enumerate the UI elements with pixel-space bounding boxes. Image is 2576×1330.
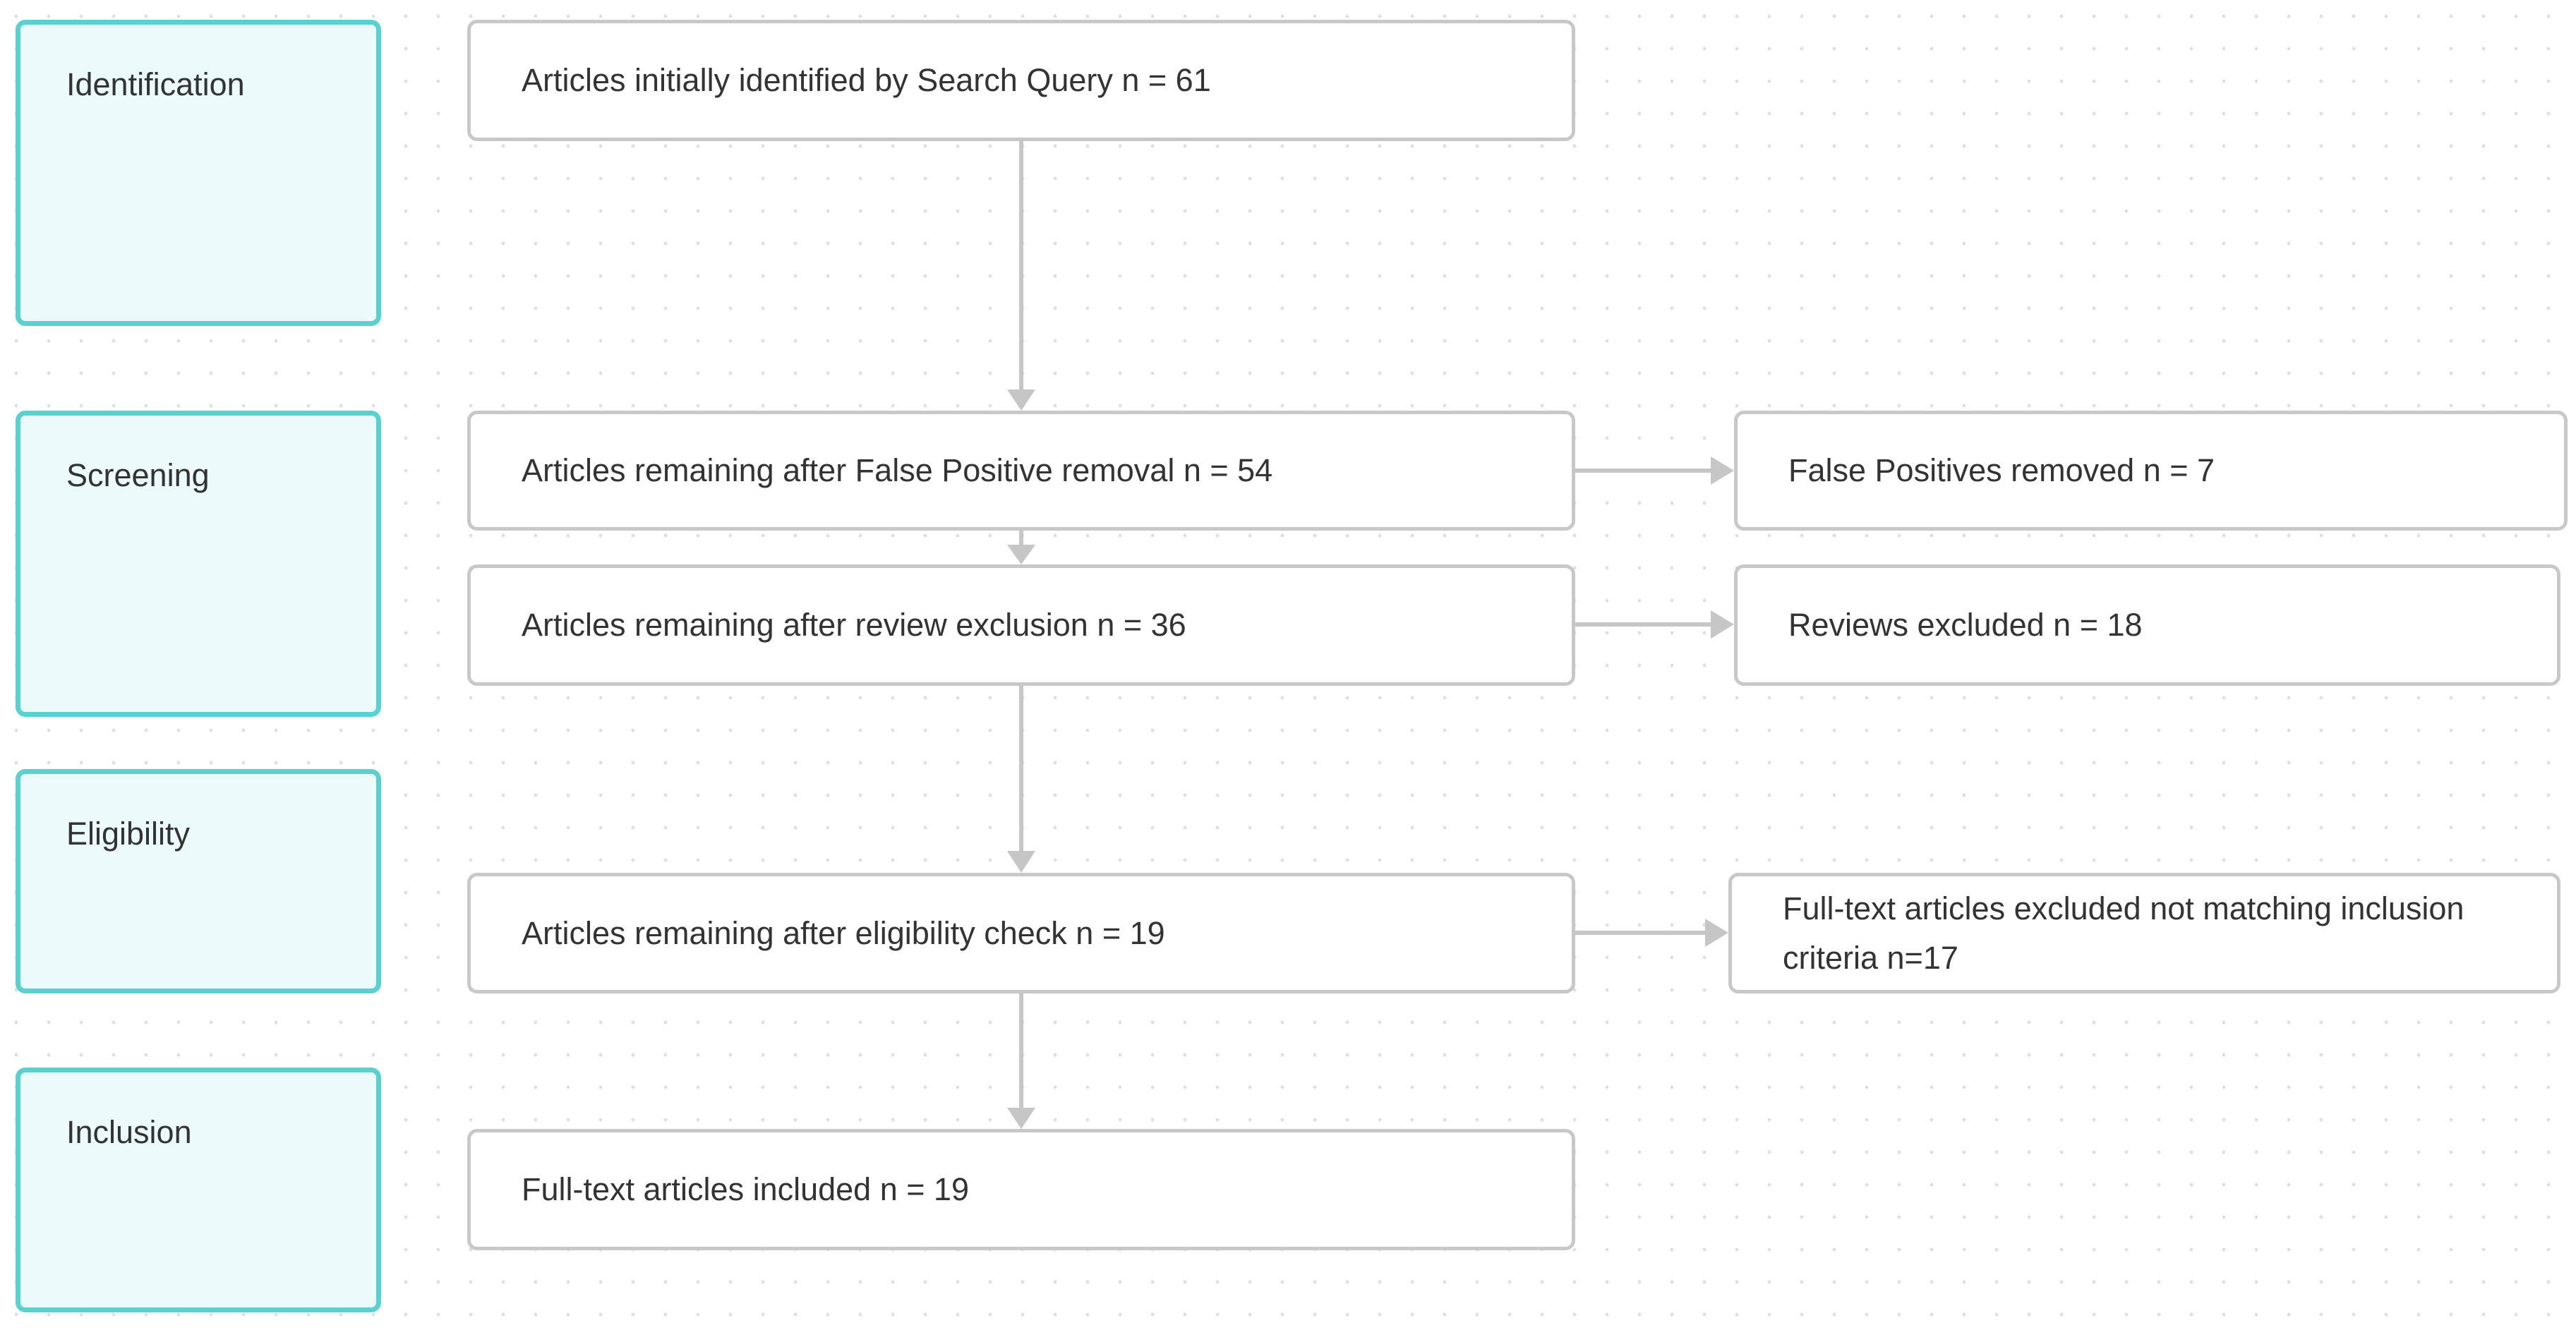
- arrowhead-down-inclusion: [1007, 1108, 1035, 1129]
- box-articles-identified-text: Articles initially identified by Search …: [522, 62, 1211, 98]
- box-full-text-excluded-text: Full-text articles excluded not matching…: [1783, 890, 2464, 976]
- box-full-text-excluded: Full-text articles excluded not matching…: [1728, 873, 2560, 993]
- box-after-false-positive-removal: Articles remaining after False Positive …: [467, 411, 1575, 531]
- box-false-positives-removed: False Positives removed n = 7: [1734, 411, 2568, 531]
- stage-label-screening: Screening: [66, 457, 210, 493]
- stage-label-inclusion: Inclusion: [66, 1114, 192, 1150]
- box-false-positives-removed-text: False Positives removed n = 7: [1788, 452, 2215, 488]
- box-articles-identified: Articles initially identified by Search …: [467, 20, 1575, 141]
- arrowhead-down-screening: [1007, 389, 1035, 411]
- stage-inclusion: Inclusion: [16, 1068, 381, 1312]
- stage-screening: Screening: [16, 411, 381, 717]
- box-after-eligibility-check: Articles remaining after eligibility che…: [467, 873, 1575, 993]
- arrowhead-down-eligibility: [1007, 851, 1035, 873]
- box-after-review-exclusion-text: Articles remaining after review exclusio…: [522, 607, 1186, 643]
- arrowhead-down-review: [1007, 545, 1035, 564]
- arrowhead-right-full-text: [1705, 919, 1728, 947]
- box-reviews-excluded: Reviews excluded n = 18: [1734, 564, 2560, 686]
- box-full-text-included-text: Full-text articles included n = 19: [522, 1171, 970, 1207]
- box-reviews-excluded-text: Reviews excluded n = 18: [1788, 607, 2143, 643]
- stage-label-eligibility: Eligibility: [66, 816, 191, 852]
- arrowhead-right-reviews: [1711, 610, 1734, 639]
- stage-identification: Identification: [16, 20, 381, 326]
- box-after-review-exclusion: Articles remaining after review exclusio…: [467, 564, 1575, 686]
- box-after-eligibility-check-text: Articles remaining after eligibility che…: [522, 914, 1165, 951]
- box-after-false-positive-removal-text: Articles remaining after False Positive …: [522, 452, 1273, 488]
- box-full-text-included: Full-text articles included n = 19: [467, 1129, 1575, 1250]
- stage-label-identification: Identification: [66, 66, 245, 102]
- stage-eligibility: Eligibility: [16, 769, 381, 993]
- arrowhead-right-false-positives: [1711, 457, 1734, 485]
